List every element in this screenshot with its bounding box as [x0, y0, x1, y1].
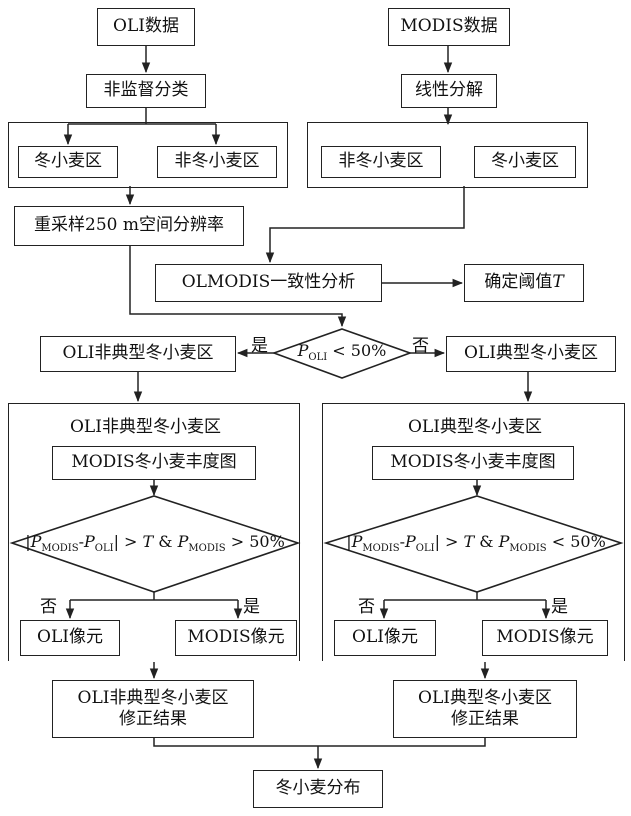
right-panel-frame [322, 403, 625, 661]
abundance-left-box: MODIS冬小麦丰度图 [52, 446, 256, 480]
nonwheat-right-label: 非冬小麦区 [338, 151, 424, 172]
right-panel-title: OLI典型冬小麦区 [408, 417, 542, 437]
nonwheat-right-box: 非冬小麦区 [321, 146, 441, 178]
modis-data-label: MODIS数据 [400, 16, 498, 37]
abundance-right-box: MODIS冬小麦丰度图 [372, 446, 574, 480]
oli-pixel-left-box: OLI像元 [20, 620, 120, 656]
unsupervised-box: 非监督分类 [86, 74, 206, 108]
modis-data-box: MODIS数据 [388, 8, 510, 46]
decision-left-text: |PMODIS-POLI| > T & PMODIS > 50% [25, 532, 285, 554]
consistency-label: OLMODIS一致性分析 [181, 272, 356, 293]
resample-label: 重采样250 m空间分辨率 [34, 215, 224, 236]
modis-pixel-left-box: MODIS像元 [175, 620, 297, 656]
no-label-main: 否 [412, 336, 429, 356]
yes-label-left: 是 [243, 597, 260, 617]
left-panel-frame [8, 403, 300, 661]
oli-data-label: OLI数据 [113, 16, 179, 37]
abundance-right-label: MODIS冬小麦丰度图 [390, 452, 556, 473]
result-right-line1: OLI典型冬小麦区 [418, 687, 552, 708]
abundance-left-label: MODIS冬小麦丰度图 [71, 452, 237, 473]
decision-right-text: |PMODIS-POLI| > T & PMODIS < 50% [346, 532, 606, 554]
unsupervised-label: 非监督分类 [103, 80, 189, 101]
yes-label-main: 是 [251, 336, 268, 356]
decision-main [271, 328, 413, 379]
oli-atypical-box: OLI非典型冬小麦区 [40, 336, 236, 372]
unmixing-box: 线性分解 [401, 74, 497, 108]
left-panel-title: OLI非典型冬小麦区 [70, 417, 221, 437]
no-label-right: 否 [358, 597, 375, 617]
threshold-label: 确定阈值 [484, 272, 553, 293]
oli-typical-label: OLI典型冬小麦区 [464, 343, 598, 364]
result-left-box: OLI非典型冬小麦区 修正结果 [52, 680, 254, 738]
yes-label-right: 是 [551, 597, 568, 617]
wheat-left-box: 冬小麦区 [18, 146, 118, 178]
final-label: 冬小麦分布 [275, 778, 361, 799]
modis-pixel-right-box: MODIS像元 [482, 620, 608, 656]
decision-main-text: POLI < 50% [297, 341, 387, 363]
consistency-box: OLMODIS一致性分析 [155, 264, 382, 302]
oli-data-box: OLI数据 [97, 8, 195, 46]
oli-typical-box: OLI典型冬小麦区 [446, 336, 616, 372]
result-right-line2: 修正结果 [451, 709, 519, 729]
unmixing-label: 线性分解 [415, 80, 483, 101]
left-class-frame [8, 122, 288, 188]
threshold-variable: T [552, 272, 564, 293]
no-label-left: 否 [40, 597, 57, 617]
result-left-line1: OLI非典型冬小麦区 [77, 687, 229, 708]
wheat-right-box: 冬小麦区 [474, 146, 576, 178]
nonwheat-left-box: 非冬小麦区 [157, 146, 277, 178]
oli-atypical-label: OLI非典型冬小麦区 [62, 343, 214, 364]
wheat-left-label: 冬小麦区 [34, 151, 102, 172]
result-left-line2: 修正结果 [119, 709, 187, 729]
decision-left [9, 495, 301, 593]
nonwheat-left-label: 非冬小麦区 [174, 151, 260, 172]
final-box: 冬小麦分布 [253, 770, 383, 808]
wheat-right-label: 冬小麦区 [491, 151, 559, 172]
oli-pixel-right-label: OLI像元 [352, 627, 418, 648]
right-class-frame [307, 122, 588, 188]
resample-box: 重采样250 m空间分辨率 [14, 206, 244, 246]
decision-right [323, 495, 624, 593]
modis-pixel-right-label: MODIS像元 [496, 627, 594, 648]
oli-pixel-right-box: OLI像元 [334, 620, 436, 656]
modis-pixel-left-label: MODIS像元 [187, 627, 285, 648]
oli-pixel-left-label: OLI像元 [37, 627, 103, 648]
result-right-box: OLI典型冬小麦区 修正结果 [393, 680, 577, 738]
